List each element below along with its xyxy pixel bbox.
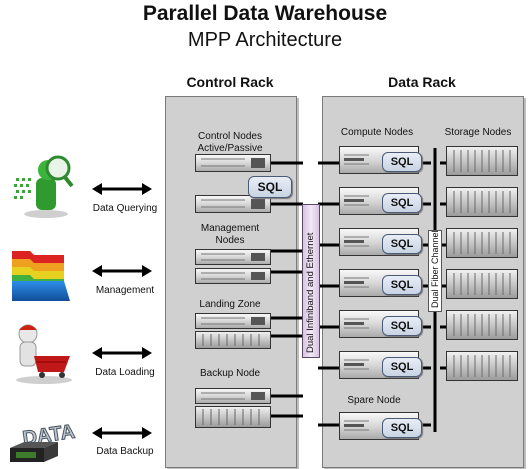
management-server-1 (195, 249, 271, 265)
backup-node-label: Backup Node (199, 368, 261, 379)
data-loading-label: Data Loading (95, 367, 155, 378)
infiniband-ethernet-bus: Dual Infiniband and Ethernet (302, 204, 320, 358)
compute-sql-badge: SQL (382, 316, 422, 336)
double-arrow-icon (92, 183, 152, 195)
double-arrow-icon (92, 347, 152, 359)
diagram-title: Parallel Data Warehouse (142, 2, 388, 25)
landing-zone-label: Landing Zone (199, 299, 261, 310)
control-nodes-label: Control Nodes (198, 131, 262, 142)
storage-node-array (446, 228, 518, 258)
magnifier-person-icon (14, 155, 74, 218)
storage-node-array (446, 269, 518, 299)
control-sql-badge: SQL (248, 176, 292, 198)
active-passive-label: Active/Passive (197, 143, 263, 154)
backup-server (195, 388, 271, 404)
management-label: Management (95, 285, 155, 296)
data-querying-label: Data Querying (92, 203, 158, 214)
data-rack-title: Data Rack (388, 74, 456, 90)
spare-node-label: Spare Node (347, 395, 401, 406)
management-server-2 (195, 268, 271, 284)
storage-nodes-label: Storage Nodes (444, 127, 512, 138)
storage-node-array (446, 187, 518, 217)
management-nodes-label-2: Nodes (215, 235, 245, 246)
compute-nodes-label: Compute Nodes (340, 127, 414, 138)
storage-node-array (446, 146, 518, 176)
compute-sql-badge: SQL (382, 152, 422, 172)
fiber-channel-label: Dual Fiber Channel (430, 230, 440, 308)
control-node-server-1 (195, 154, 271, 172)
diagram-subtitle: MPP Architecture (187, 29, 343, 51)
compute-sql-badge: SQL (382, 275, 422, 295)
infiniband-label: Dual Infiniband and Ethernet (305, 232, 316, 353)
storage-node-array (446, 310, 518, 340)
double-arrow-icon (92, 427, 152, 439)
control-node-server-2 (195, 195, 271, 213)
data-drive-icon: DATA (10, 420, 77, 462)
storage-node-array (446, 351, 518, 381)
folders-icon (12, 251, 70, 301)
compute-sql-badge: SQL (382, 234, 422, 254)
compute-sql-badge: SQL (382, 193, 422, 213)
landing-zone-server (195, 313, 271, 329)
person-cart-icon (16, 324, 72, 384)
control-rack-title: Control Rack (186, 74, 274, 90)
spare-sql-badge: SQL (382, 418, 422, 438)
fiber-channel-bus: Dual Fiber Channel (428, 230, 442, 312)
landing-zone-storage (195, 331, 271, 349)
data-backup-label: Data Backup (96, 446, 154, 457)
backup-storage (195, 406, 271, 428)
management-nodes-label: Management (200, 223, 260, 234)
double-arrow-icon (92, 265, 152, 277)
compute-sql-badge: SQL (382, 357, 422, 377)
